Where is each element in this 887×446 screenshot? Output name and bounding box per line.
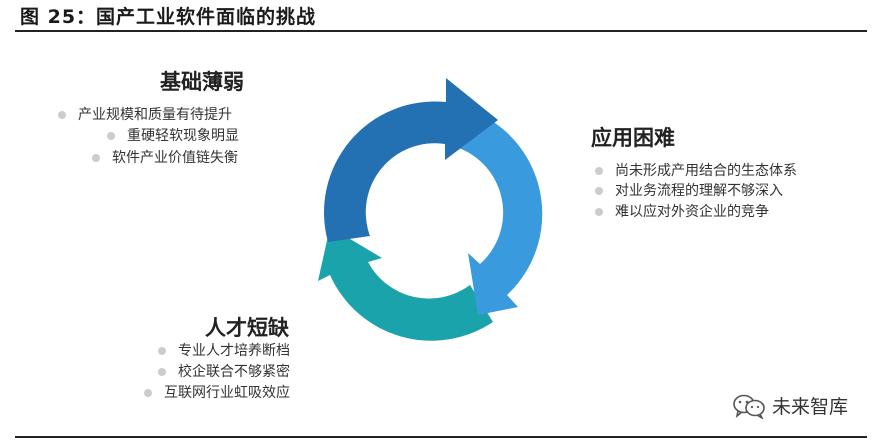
- bullet-item: 尚未形成产用结合的生态体系: [595, 161, 797, 181]
- bottom-rule: [15, 436, 867, 438]
- bullet-item: 软件产业价值链失衡: [92, 148, 238, 168]
- watermark: 未来智库: [732, 392, 848, 419]
- bullet-item: 难以应对外资企业的竞争: [595, 202, 769, 222]
- bullet-item: 对业务流程的理解不够深入: [595, 181, 783, 201]
- figure-title: 图 25：国产工业软件面临的挑战: [20, 6, 317, 28]
- bullet-dot: [158, 347, 166, 355]
- arrow-teal-segment: [318, 227, 493, 341]
- bullet-dot: [158, 368, 166, 376]
- bullet-dot: [595, 167, 603, 175]
- bullet-item: 互联网行业虹吸效应: [144, 383, 290, 403]
- section-title-weak-foundation: 基础薄弱: [160, 70, 244, 94]
- watermark-text: 未来智库: [772, 396, 849, 418]
- section-title-application-difficulty: 应用困难: [591, 126, 675, 150]
- section-title-talent-shortage: 人才短缺: [205, 316, 289, 340]
- wechat-icon: [733, 394, 765, 419]
- bullet-item: 专业人才培养断档: [158, 341, 290, 361]
- bullet-dot: [92, 154, 100, 162]
- bullet-dot: [107, 132, 115, 140]
- bullet-item: 产业规模和质量有待提升: [58, 105, 232, 125]
- bullet-dot: [595, 187, 603, 195]
- arrow-light-blue-segment: [453, 105, 543, 315]
- top-rule: [15, 30, 867, 32]
- arrow-dark-blue-segment: [323, 78, 498, 242]
- bullet-dot: [595, 208, 603, 216]
- bullet-item: 校企联合不够紧密: [158, 362, 290, 382]
- bullet-dot: [144, 389, 152, 397]
- bullet-dot: [58, 111, 66, 119]
- bullet-item: 重硬轻软现象明显: [107, 126, 239, 146]
